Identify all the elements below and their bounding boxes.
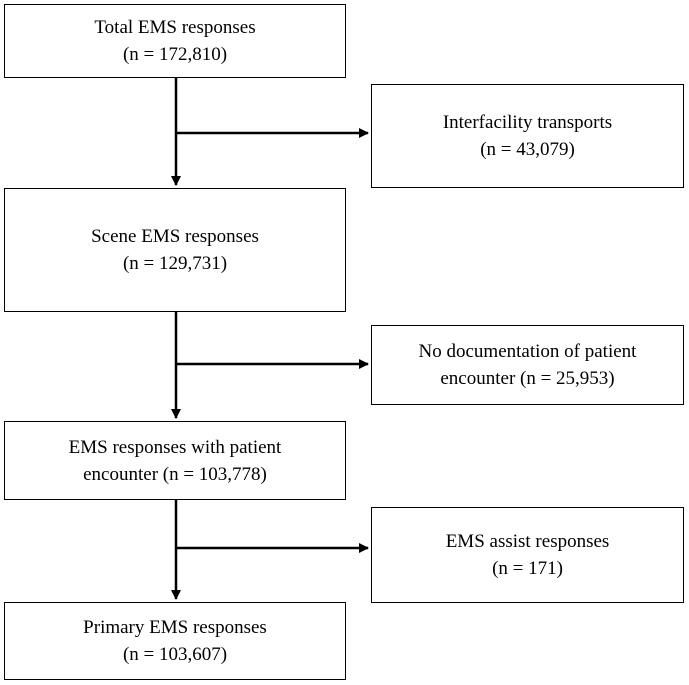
total-ems-responses-box: Total EMS responses (n = 172,810): [4, 4, 346, 78]
ems-responses-with-encounter-label: EMS responses with patient: [68, 436, 282, 458]
no-documentation-count: encounter (n = 25,953): [440, 368, 615, 389]
primary-ems-responses-box: Primary EMS responses (n = 103,607): [4, 602, 346, 680]
total-ems-responses-count: (n = 172,810): [122, 44, 228, 65]
interfacility-transports-count: (n = 43,079): [480, 139, 575, 160]
interfacility-transports-box: Interfacility transports (n = 43,079): [371, 84, 684, 188]
primary-ems-responses-label: Primary EMS responses: [83, 617, 267, 638]
scene-ems-responses-count: (n = 129,731): [122, 253, 228, 274]
total-ems-responses-label: Total EMS responses: [94, 17, 256, 38]
ems-assist-responses-count: (n = 171): [492, 558, 563, 579]
ems-assist-responses-box: EMS assist responses (n = 171): [371, 507, 684, 603]
interfacility-transports-label: Interfacility transports: [442, 112, 613, 133]
ems-responses-with-encounter-count: encounter (n = 103,778): [83, 463, 267, 485]
ems-assist-responses-label: EMS assist responses: [445, 531, 610, 552]
primary-ems-responses-count: (n = 103,607): [122, 644, 228, 665]
no-documentation-label: No documentation of patient: [418, 341, 637, 362]
no-documentation-box: No documentation of patient encounter (n…: [371, 325, 684, 405]
ems-responses-with-encounter-box: EMS responses with patient encounter (n …: [4, 421, 346, 500]
scene-ems-responses-box: Scene EMS responses (n = 129,731): [4, 188, 346, 312]
scene-ems-responses-label: Scene EMS responses: [91, 226, 259, 247]
